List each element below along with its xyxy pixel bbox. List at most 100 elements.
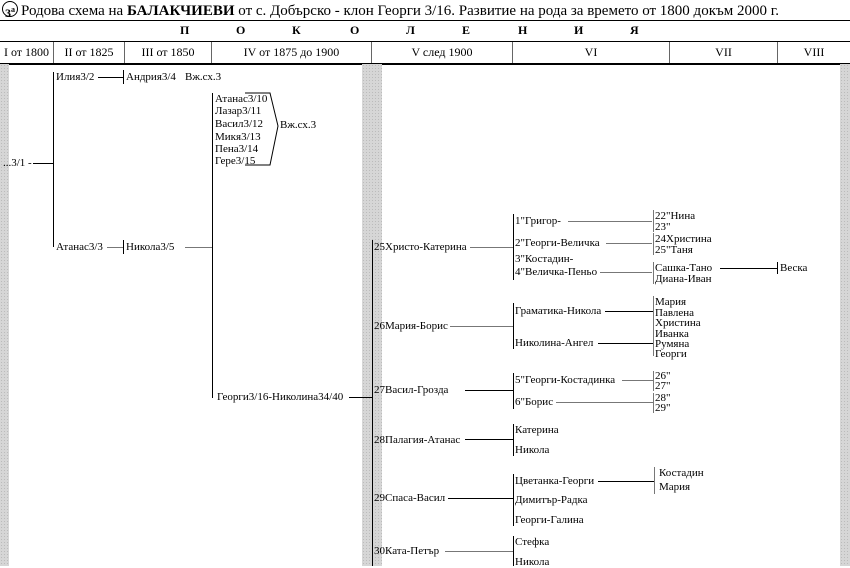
- person-gen7: 25"Таня: [655, 244, 693, 256]
- connector: [448, 498, 513, 499]
- person-gen7: Сашка-Тано: [655, 262, 713, 274]
- connector: [600, 272, 652, 273]
- person-gen5: 27Васил-Грозда: [374, 384, 449, 396]
- person-gen6: Николина-Ангел: [515, 337, 594, 349]
- person-gen6: Димитър-Радка: [515, 494, 588, 506]
- connector: [653, 371, 654, 391]
- family-name: БАЛАКЧИЕВИ: [126, 3, 235, 19]
- connector: [33, 163, 53, 164]
- connector: [98, 77, 123, 78]
- person-gen4: Лазар3/11: [215, 105, 262, 117]
- connector: [720, 268, 777, 269]
- person-gen6: Георги-Галина: [515, 514, 584, 526]
- connector: [123, 70, 124, 84]
- connector: [513, 424, 514, 456]
- person-gen6: 3"Костадин-: [515, 253, 574, 265]
- connector: [777, 262, 778, 274]
- connector: [53, 72, 54, 247]
- person-gen7: 28": [655, 392, 671, 404]
- connector: [513, 474, 514, 526]
- column-gen-3: III от 1850: [125, 42, 212, 63]
- person-gen6: 5"Георги-Костадинка: [515, 374, 616, 386]
- person-gen7: Георги: [655, 348, 687, 360]
- person-gen7: Румяна: [655, 338, 690, 350]
- header-letter: К: [292, 23, 301, 37]
- person-gen6: 1"Григор-: [515, 215, 561, 227]
- person-gen5: 25Христо-Катерина: [374, 241, 467, 253]
- connector: [465, 390, 513, 391]
- connector: [622, 380, 653, 381]
- person-gen7: Мария: [659, 481, 691, 493]
- column-gen-2: II от 1825: [54, 42, 125, 63]
- connector: [653, 210, 654, 232]
- person-gen2: Атанас3/3: [56, 241, 103, 253]
- connector: [372, 240, 373, 566]
- connector: [513, 373, 514, 409]
- person-gen6: Катерина: [515, 424, 559, 436]
- person-gen7: 27": [655, 380, 671, 392]
- connector: [470, 247, 513, 248]
- connector: [513, 303, 514, 349]
- person-gen4-main: Георги3/16-Николина34/40: [217, 391, 344, 403]
- header-letter: О: [236, 23, 246, 37]
- person-gen5: 29Спаса-Васил: [374, 492, 446, 504]
- person-gen7: Костадин: [659, 467, 704, 479]
- person-gen7: Христина: [655, 317, 701, 329]
- column-gen-6: VI: [513, 42, 670, 63]
- connector: [450, 326, 513, 327]
- column-gen-5: V след 1900: [372, 42, 513, 63]
- person-gen4: Пена3/14: [215, 143, 259, 155]
- header-letter: Н: [518, 23, 528, 37]
- person-gen3: Андрия3/4: [126, 71, 176, 83]
- person-gen7: Мария: [655, 296, 687, 308]
- header-letter: Л: [406, 23, 415, 37]
- header-letter: П: [180, 23, 190, 37]
- connector: [185, 247, 212, 248]
- person-gen6: 4"Величка-Пеньо: [515, 266, 598, 278]
- person-gen7: 22"Нина: [655, 210, 696, 222]
- person-gen4: Микя3/13: [215, 131, 261, 143]
- connector: [598, 481, 654, 482]
- connector: [653, 393, 654, 413]
- person-gen5: 28Палагия-Атанас: [374, 434, 461, 446]
- person-gen7: 26": [655, 370, 671, 382]
- person-gen6: 6"Борис: [515, 396, 554, 408]
- connector: [653, 296, 654, 356]
- person-gen6: Цветанка-Георги: [515, 475, 595, 487]
- connector: [445, 551, 513, 552]
- connector: [605, 311, 653, 312]
- connector: [513, 536, 514, 566]
- person-gen7: 23": [655, 221, 671, 233]
- person-gen7: Диана-Иван: [655, 273, 712, 285]
- connector: [465, 439, 513, 440]
- person-gen6: Стефка: [515, 536, 550, 548]
- connector: [653, 262, 654, 284]
- person-gen4: Гере3/15: [215, 155, 256, 167]
- person-gen5: 26Мария-Борис: [374, 320, 448, 332]
- generations-header: П О К О Л Е Н И Я: [0, 20, 850, 42]
- connector: [568, 221, 652, 222]
- connector: [598, 343, 653, 344]
- header-letter: О: [350, 23, 360, 37]
- connector: [606, 243, 652, 244]
- person-gen4: Атанас3/10: [215, 93, 268, 105]
- connector: [212, 93, 213, 398]
- connector: [123, 240, 124, 254]
- person-gen6: Никола: [515, 556, 550, 568]
- person-gen6: 2"Георги-Величка: [515, 237, 600, 249]
- connector: [556, 402, 653, 403]
- header-letter: Е: [462, 23, 471, 37]
- header-letter: Я: [630, 23, 639, 37]
- right-margin-stripe: [840, 64, 850, 566]
- scheme-reference: Вж.сх.3: [280, 119, 317, 131]
- person-gen7: Иванка: [655, 328, 689, 340]
- column-gen-4: IV от 1875 до 1900: [212, 42, 372, 63]
- person-gen7: 24Христина: [655, 233, 712, 245]
- column-gen-1: I от 1800: [0, 42, 54, 63]
- person-gen6: Никола: [515, 444, 550, 456]
- person-gen4: Васил3/12: [215, 118, 264, 130]
- person-gen7: Павлена: [655, 307, 695, 319]
- header-letter: И: [574, 23, 584, 37]
- connector: [349, 397, 372, 398]
